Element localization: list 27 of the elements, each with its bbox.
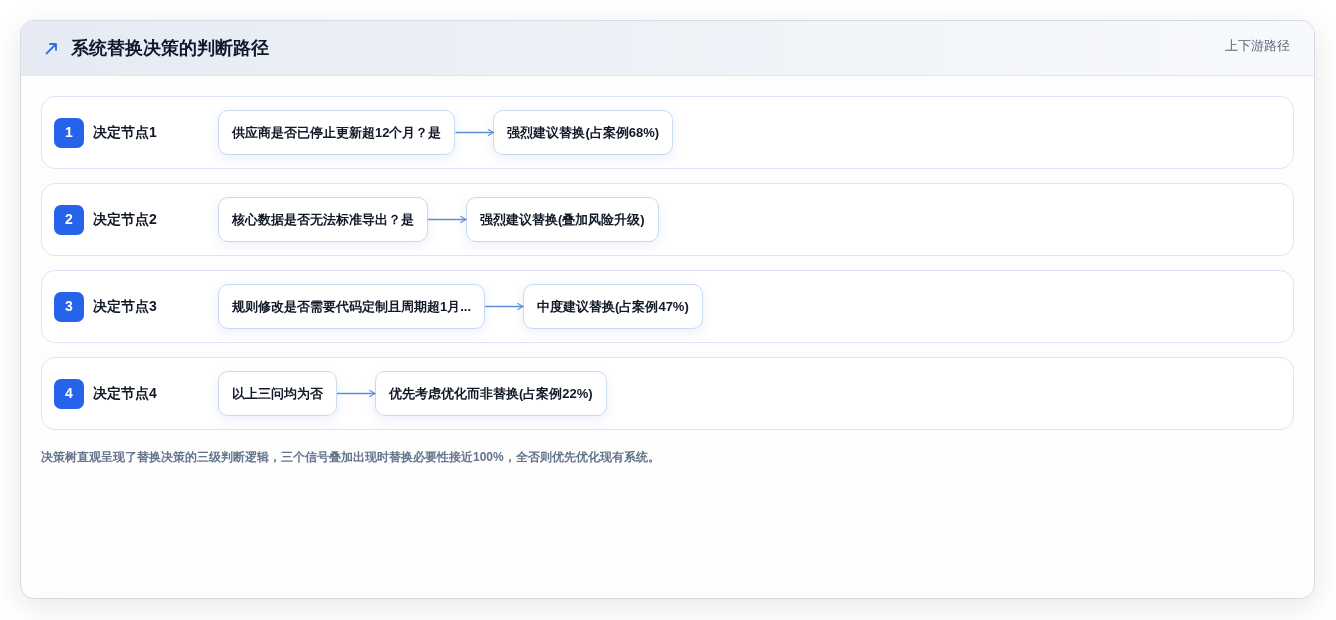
decision-step-box: 核心数据是否无法标准导出？是 [218, 197, 428, 242]
header-link-text: 上下游路径 [1225, 37, 1290, 55]
step-number: 2 [54, 204, 84, 235]
step-number: 3 [54, 291, 84, 322]
decision-step-box: 优先考虑优化而非替换(占案例22%) [375, 371, 607, 416]
arrow [336, 389, 376, 398]
diagram-title: 系统替换决策的判断路径 [71, 37, 269, 60]
row-heading: 决定节点1 [93, 123, 157, 142]
row-heading: 决定节点2 [93, 210, 157, 229]
decision-row [41, 357, 1294, 430]
arrow [427, 215, 467, 224]
arrow [484, 302, 524, 311]
decision-step-box: 以上三问均为否 [218, 371, 337, 416]
decision-row [41, 183, 1294, 256]
step-number: 1 [54, 117, 84, 148]
arrow [454, 128, 495, 137]
decision-row [41, 96, 1294, 169]
decision-step-box: 供应商是否已停止更新超12个月？是 [218, 110, 456, 155]
caption: 决策树直观呈现了替换决策的三级判断逻辑，三个信号叠加出现时替换必要性接近100%，全否则优先优化现有系统。 [41, 449, 660, 466]
decision-row [41, 270, 1294, 343]
decision-step-box: 中度建议替换(占案例47%) [523, 284, 703, 329]
step-number: 4 [54, 378, 84, 409]
row-heading: 决定节点3 [93, 297, 157, 316]
decision-step-box: 规则修改是否需要代码定制且周期超1月... [218, 284, 486, 329]
row-heading: 决定节点4 [93, 384, 157, 403]
decision-step-box: 强烈建议替换(叠加风险升级) [466, 197, 659, 242]
decision-step-box: 强烈建议替换(占案例68%) [493, 110, 674, 155]
